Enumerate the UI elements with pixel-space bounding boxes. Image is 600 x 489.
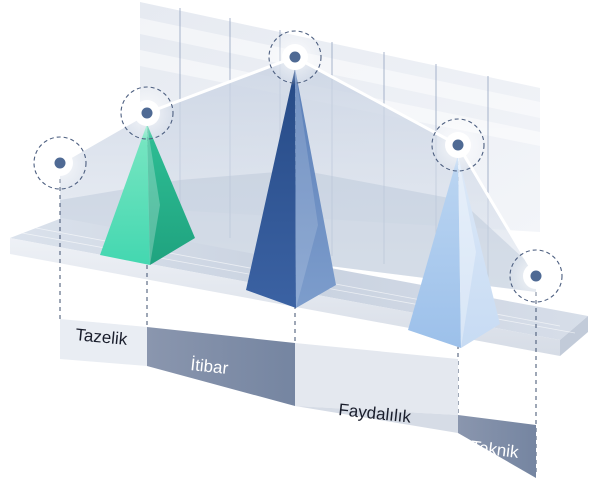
marker-faydalilik xyxy=(429,116,487,174)
strip-segment-teknik xyxy=(458,415,536,478)
label-itibar: İtibar xyxy=(190,355,230,378)
marker-tazelik xyxy=(31,134,89,192)
strip-segment-tazelik xyxy=(60,319,147,366)
platform-side xyxy=(560,316,588,356)
marker-teknik xyxy=(507,247,565,305)
faydalilik-pyramid xyxy=(408,155,500,348)
label-strip xyxy=(60,319,536,478)
itibar-pyramid xyxy=(246,68,336,308)
marker-itibar xyxy=(118,84,176,142)
strip-segment-faydalilik xyxy=(295,343,458,415)
label-tazelik: Tazelik xyxy=(75,325,129,349)
marker-peak xyxy=(266,28,324,86)
strip-segment-itibar xyxy=(147,327,295,406)
strip-segment-faydalilik-lower xyxy=(295,406,458,433)
tazelik-pyramid xyxy=(100,124,195,265)
